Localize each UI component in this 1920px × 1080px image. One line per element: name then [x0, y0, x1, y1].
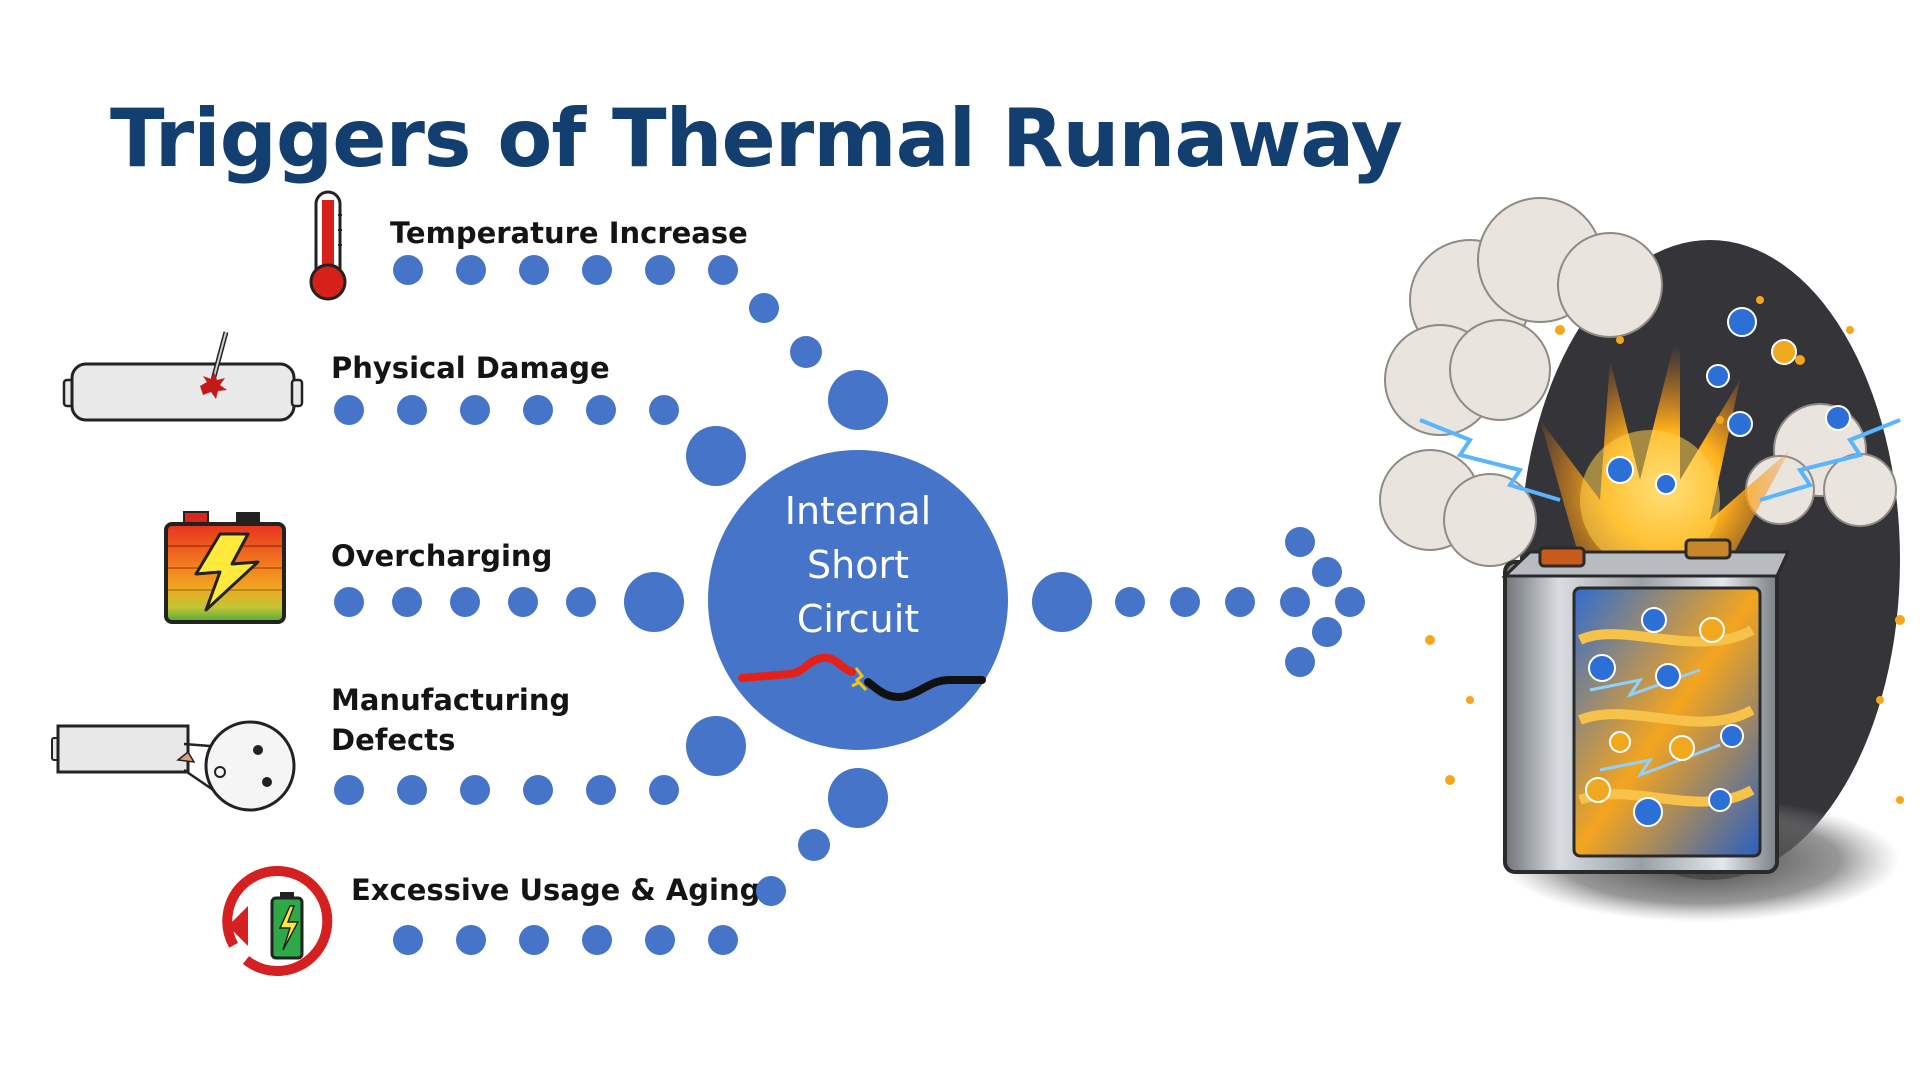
center-label-line2: Short	[807, 543, 909, 587]
dotted-path-aging	[393, 768, 888, 955]
trigger-label-manufacturing: Manufacturing	[331, 683, 571, 717]
trigger-label-aging: Excessive Usage & Aging	[351, 873, 761, 907]
trigger-label-physical-damage: Physical Damage	[331, 351, 610, 385]
internal-short-circuit-node: Internal Short Circuit	[708, 450, 1008, 750]
center-label-line3: Circuit	[797, 597, 919, 641]
dotted-path-temperature	[393, 255, 888, 430]
punctured-cell-icon	[62, 331, 304, 422]
dotted-arrow-output	[1032, 527, 1365, 677]
broken-wire-icon	[738, 653, 986, 701]
dotted-path-manufacturing	[334, 716, 746, 805]
dotted-path-overcharging	[334, 572, 684, 632]
diagram-title: Triggers of Thermal Runaway	[110, 92, 1403, 185]
trigger-label-defects: Defects	[331, 723, 456, 757]
trigger-label-overcharging: Overcharging	[331, 539, 553, 573]
center-label-line1: Internal	[785, 489, 931, 533]
defect-inspection-icon	[51, 720, 296, 812]
overcharged-battery-icon	[164, 511, 286, 624]
dotted-path-physical-damage	[334, 395, 746, 486]
exploding-battery-illustration	[1379, 197, 1905, 922]
aging-cycle-battery-icon	[222, 866, 333, 976]
trigger-label-temperature: Temperature Increase	[390, 216, 748, 250]
thermometer-icon	[309, 190, 347, 301]
